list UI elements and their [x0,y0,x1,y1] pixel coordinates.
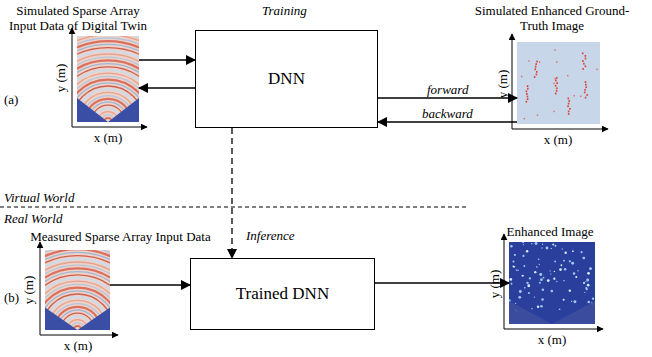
figure-label: Training [262,3,307,18]
y-axis [40,242,41,335]
panel-heading: Simulated Enhanced Ground-Truth Image [462,3,642,33]
radar-image [45,250,110,330]
axis-label: x (m) [538,332,567,347]
radar-image [509,242,595,324]
x-axis [40,335,118,336]
edge-label: forward [425,82,470,97]
flow-arrow [378,121,517,122]
y-axis [504,234,505,329]
image-panel: Enhanced Image [509,242,595,324]
edge-label: backward [420,106,475,121]
image-panel: Simulated Enhanced Ground-Truth Image [517,42,600,124]
axis-label: x (m) [64,338,93,353]
y-axis [72,28,73,127]
axis-label: y (m) [487,270,502,299]
flow-arrow [139,87,195,88]
network-box: Trained DNN [190,258,375,330]
axis-label: x (m) [94,130,123,145]
box-label: DNN [268,69,305,89]
image-panel: Simulated Sparse Array Input Data of Dig… [77,36,139,122]
edge-label: Inference [244,228,297,243]
panel-heading: Enhanced Image [480,224,620,239]
x-axis [504,329,603,330]
axis-label: y (m) [495,70,510,99]
figure-label: (a) [4,92,18,107]
flow-arrow [139,59,195,60]
network-box: DNN [195,30,378,128]
y-axis [512,34,513,129]
flow-arrow [110,284,190,285]
world-divider [0,207,468,208]
figure-label: (b) [4,290,19,305]
figure-label: Virtual World [4,190,74,205]
panel-heading: Measured Sparse Array Input Data [3,229,238,244]
x-axis [72,127,147,128]
axis-label: y (m) [21,276,36,305]
radar-image [517,42,600,124]
x-axis [512,129,608,130]
radar-image [77,36,139,122]
image-panel: Measured Sparse Array Input Data [45,250,110,330]
inference-arrow [231,128,232,258]
panel-heading: Simulated Sparse Array Input Data of Dig… [2,3,154,33]
axis-label: y (m) [53,64,68,93]
axis-label: x (m) [544,132,573,147]
box-label: Trained DNN [236,284,329,304]
figure-label: Real World [4,211,62,226]
